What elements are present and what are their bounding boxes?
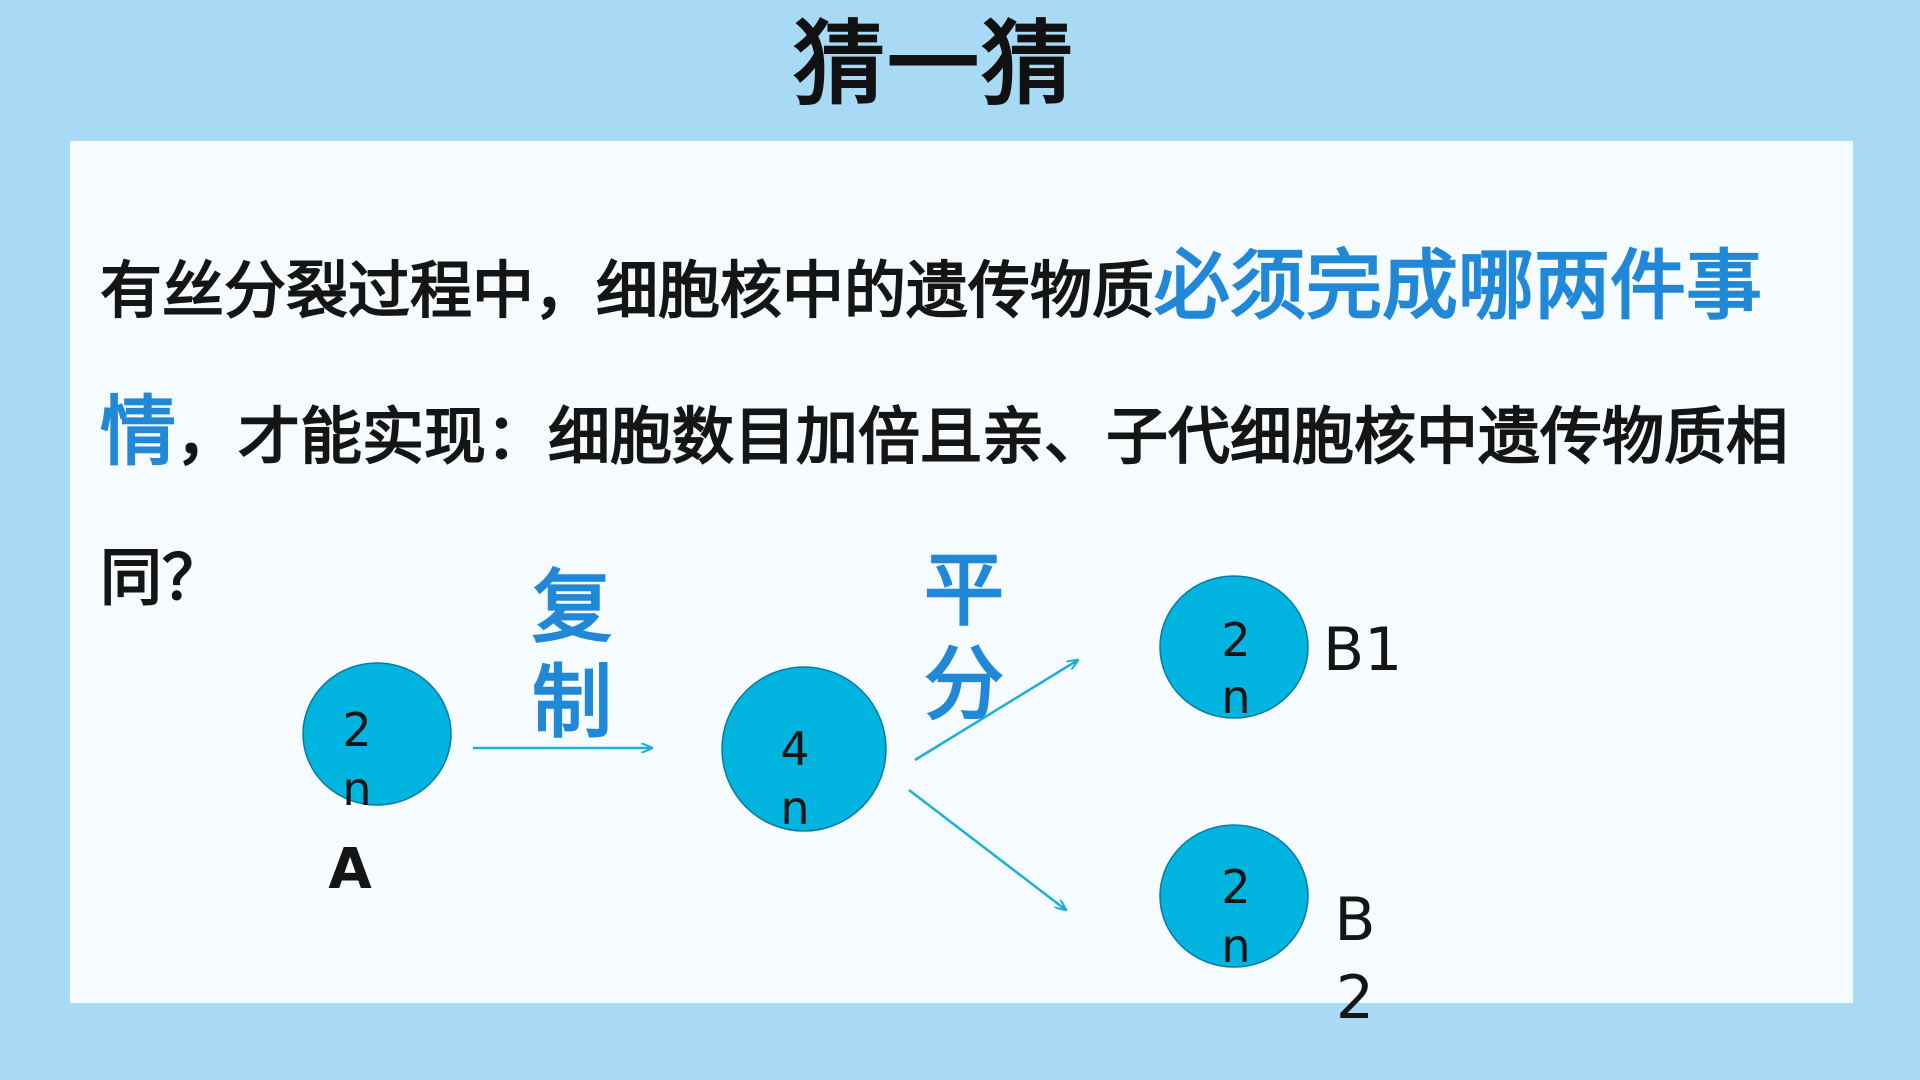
divide-arrow-upper bbox=[914, 660, 1078, 762]
cell-b2-label-line1: B bbox=[1334, 885, 1375, 955]
divide-label-line1: 平 bbox=[924, 544, 1004, 637]
replicate-label-line1: 复 bbox=[532, 561, 612, 654]
cell-b2-line1: 2 bbox=[1221, 860, 1250, 914]
replicate-label-line2: 制 bbox=[532, 656, 612, 749]
cell-a-label: A bbox=[328, 837, 372, 902]
cell-b1-label: B1 bbox=[1323, 615, 1402, 685]
cell-mid bbox=[721, 666, 887, 832]
question-text: 有丝分裂过程中，细胞核中的遗传物质必须完成哪两件事情，才能实现：细胞数目加倍且亲… bbox=[100, 215, 1840, 648]
question-part2: ，才能实现：细胞数目加倍且亲、子代细胞核中遗传物质相同？ bbox=[100, 400, 1789, 614]
cell-b1-line2: n bbox=[1221, 670, 1250, 724]
cell-b2 bbox=[1159, 824, 1309, 968]
cell-a bbox=[302, 662, 452, 806]
question-highlight: 必须完成哪两件事情 bbox=[100, 241, 1763, 476]
cell-b2-line2: n bbox=[1221, 919, 1250, 973]
cell-mid-line2: n bbox=[780, 781, 809, 835]
cell-a-line1: 2 bbox=[342, 703, 371, 757]
slide-title: 猜一猜 bbox=[792, 11, 1075, 118]
cell-b1-line1: 2 bbox=[1221, 613, 1250, 667]
cell-b1 bbox=[1159, 575, 1309, 719]
question-part1: 有丝分裂过程中，细胞核中的遗传物质 bbox=[100, 254, 1155, 327]
cell-a-line2: n bbox=[342, 762, 371, 816]
divide-arrow-lower bbox=[908, 789, 1066, 910]
cell-b2-label-line2: 2 bbox=[1336, 963, 1374, 1033]
content-panel bbox=[70, 141, 1853, 1003]
divide-label-line2: 分 bbox=[924, 638, 1004, 731]
cell-mid-line1: 4 bbox=[780, 722, 809, 776]
